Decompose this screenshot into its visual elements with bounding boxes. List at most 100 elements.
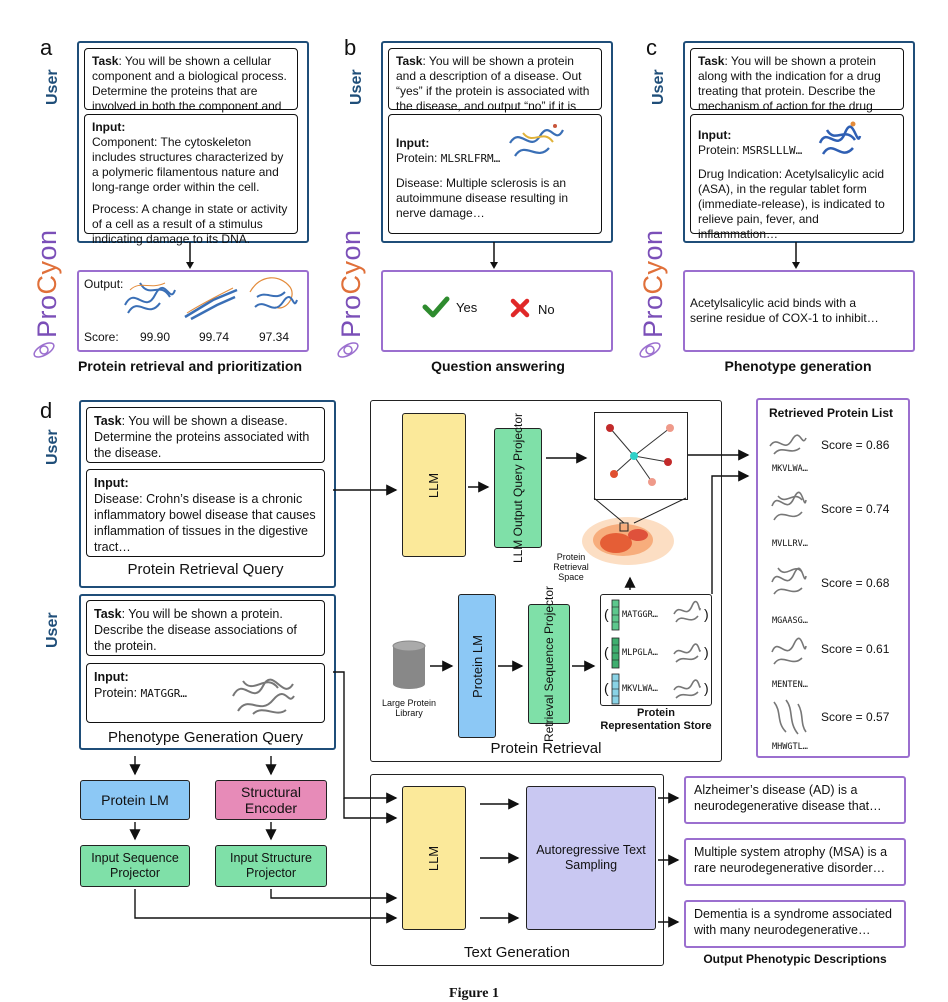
protein-label: Protein: — [94, 686, 138, 700]
task-box-c: Task: You will be shown a protein along … — [690, 48, 904, 128]
protein-structure-icon — [673, 679, 701, 699]
protein-structure-icon — [769, 434, 807, 455]
input-box-b: Input: Protein: MLSRLFRM… Disease: Multi… — [388, 114, 602, 234]
protein-structure-icon — [771, 567, 807, 595]
protein-sequence: MSRSLLLW… — [742, 144, 803, 157]
retrieval-graph — [606, 424, 674, 486]
task-text: : You will be shown a disease. Determine… — [94, 414, 310, 460]
component-text: Component: The cytoskeleton includes str… — [92, 135, 284, 194]
retrieved-seq: MENTEN… — [772, 680, 808, 690]
yes-label: Yes — [456, 300, 478, 315]
embedding-vector-icon — [611, 673, 620, 705]
store-entry: ( MLPGLA… ) — [604, 637, 710, 669]
process-text: Process: A change in state or activity o… — [92, 202, 288, 246]
database-icon — [392, 640, 426, 689]
figure-caption: Figure 1 — [449, 986, 499, 1001]
protein-sequence: MLSRLFRM… — [440, 152, 501, 165]
task-text: : You will be shown a protein along with… — [698, 54, 881, 128]
phenotype-output-box: Dementia is a syndrome associated with m… — [684, 900, 906, 948]
panel-letter-d: d — [40, 398, 53, 423]
paren: ) — [704, 644, 709, 660]
projector-label: Input Sequence Projector — [91, 851, 179, 880]
sampling-label: Autoregressive Text Sampling — [536, 843, 646, 872]
input-label: Input: — [94, 476, 129, 490]
output-frame-b — [381, 270, 613, 352]
retrieved-item: MVLLRV… Score = 0.74 — [764, 484, 904, 549]
projector-label: Input Structure Projector — [230, 851, 312, 880]
text-generation-frame — [370, 774, 664, 966]
task-box-a: Task: You will be shown a cellular compo… — [84, 48, 298, 128]
retrieved-item: MHWGTL… Score = 0.57 — [764, 696, 904, 752]
user-frame-a — [77, 41, 309, 243]
retrieved-seq: MKVLWA… — [772, 464, 808, 474]
retrieved-score: Score = 0.68 — [821, 576, 890, 590]
protein-retrieval-space-cloud — [582, 517, 674, 565]
query-frame-1 — [79, 400, 336, 588]
disease-text: Disease: Multiple sclerosis is an autoim… — [396, 176, 569, 220]
output-label-a: Output: — [84, 277, 124, 291]
protein-structure-icon — [232, 678, 295, 715]
retrieved-seq: MGAASG… — [772, 616, 808, 626]
panel-letter-a: a — [40, 35, 53, 60]
protein-retrieval-title: Protein Retrieval — [490, 740, 602, 757]
protein-label: Protein: — [698, 143, 740, 157]
procyon-orbit-icon-c — [639, 342, 661, 358]
autoregressive-sampling-node: Autoregressive Text Sampling — [526, 786, 656, 930]
protein-structure-icon — [249, 277, 298, 309]
phenotype-output-text: Acetylsalicylic acid binds with a serine… — [690, 296, 879, 325]
caption-b: Question answering — [431, 358, 565, 374]
embedding-vector-icon — [611, 637, 620, 669]
retrieved-score: Score = 0.57 — [821, 710, 890, 724]
procyon-orbit-icon-b — [337, 342, 359, 358]
score-value: 97.34 — [259, 330, 290, 344]
protein-lm-node-retrieval: Protein LM — [458, 594, 496, 738]
store-seq: MATGGR… — [622, 610, 658, 620]
retrieved-item: MKVLWA… Score = 0.86 — [764, 428, 904, 476]
retrieved-score: Score = 0.61 — [821, 642, 890, 656]
llm-node-retrieval: LLM — [402, 413, 466, 557]
protein-structure-icon — [509, 124, 564, 157]
paren: ( — [604, 606, 609, 622]
protein-line: Protein: MSRSLLLW… — [698, 143, 896, 158]
task-bold: Task — [396, 54, 423, 68]
input-box-d1: Input: Disease: Crohn’s disease is a chr… — [86, 469, 325, 557]
text-generation-title: Text Generation — [464, 944, 570, 961]
caption-c: Phenotype generation — [724, 358, 872, 374]
score-label-a: Score: — [84, 330, 119, 344]
protein-sequence: MATGGR… — [140, 687, 187, 700]
user-frame-b — [381, 41, 613, 243]
protein-lm-label: Protein LM — [101, 792, 169, 808]
protein-line: Protein: MATGGR… — [94, 685, 317, 702]
input-label: Input: — [698, 128, 732, 142]
task-box-d1: Task: You will be shown a disease. Deter… — [86, 407, 325, 463]
protein-structure-icon — [124, 282, 176, 314]
input-structure-projector: Input Structure Projector — [215, 845, 327, 887]
store-entry: ( MKVLWA… ) — [604, 673, 710, 705]
protein-retrieval-frame — [370, 400, 722, 762]
protein-structure-icon — [673, 600, 701, 623]
panel-letter-b: b — [344, 35, 357, 60]
input-label: Input: — [396, 136, 430, 150]
task-box-d2: Task: You will be shown a protein. Descr… — [86, 600, 325, 656]
paren: ) — [704, 680, 709, 696]
task-bold: Task — [94, 414, 122, 428]
arrow-c — [792, 242, 800, 269]
retrieved-seq: MVLLRV… — [772, 539, 808, 549]
retrieved-item: MGAASG… Score = 0.68 — [764, 558, 904, 626]
cross-icon — [510, 298, 530, 318]
store-label: Protein Representation Store — [600, 707, 712, 732]
store-entry: ( MATGGR… ) — [604, 599, 710, 631]
llm-output-query-projector: LLM Output Query Projector — [494, 413, 542, 563]
no-label: No — [538, 302, 555, 317]
task-text: : You will be shown a protein. Describe … — [94, 607, 297, 653]
outputs-label: Output Phenotypic Descriptions — [703, 952, 887, 966]
input-box-c: Input: Protein: MSRSLLLW… Drug Indicatio… — [690, 114, 904, 241]
output-frame-a — [77, 270, 309, 352]
query-title-2: Phenotype Generation Query — [107, 729, 304, 746]
space-label: Protein Retrieval Space — [553, 552, 589, 582]
task-bold: Task — [94, 607, 122, 621]
caption-a: Protein retrieval and prioritization — [77, 358, 303, 374]
embedding-vector-icon — [611, 599, 620, 631]
checkmark-icon — [422, 296, 450, 318]
